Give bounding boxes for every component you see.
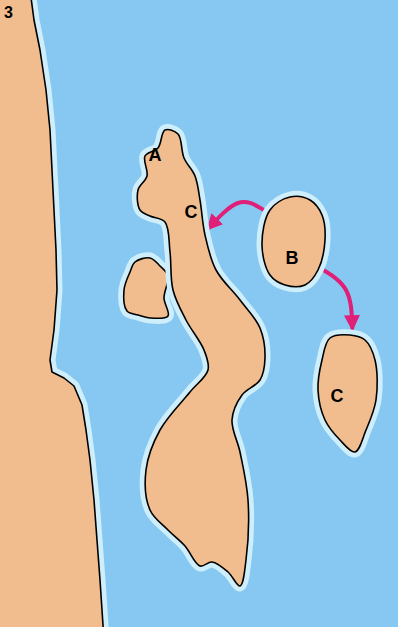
land <box>124 258 169 319</box>
shore-halo <box>262 196 325 286</box>
island-outline <box>128 122 272 594</box>
island-outline <box>312 328 384 460</box>
island: AC <box>128 122 272 594</box>
species-letter: B <box>286 249 299 267</box>
mainland <box>0 0 104 627</box>
panel-number: 3 <box>4 5 13 21</box>
species-letter: C <box>185 203 198 221</box>
shore-halo <box>318 335 377 452</box>
island: B <box>256 190 332 292</box>
island-outline <box>256 190 332 292</box>
species-letter: C <box>331 387 344 405</box>
shore-halo <box>137 129 265 586</box>
land <box>262 196 325 286</box>
island: C <box>312 328 384 460</box>
small-island <box>124 258 169 319</box>
migration-arrow <box>209 202 263 228</box>
land <box>137 129 265 586</box>
land <box>318 335 377 452</box>
migration-arrow <box>319 268 352 328</box>
shore-halo <box>124 258 169 319</box>
species-letter: A <box>149 146 162 164</box>
